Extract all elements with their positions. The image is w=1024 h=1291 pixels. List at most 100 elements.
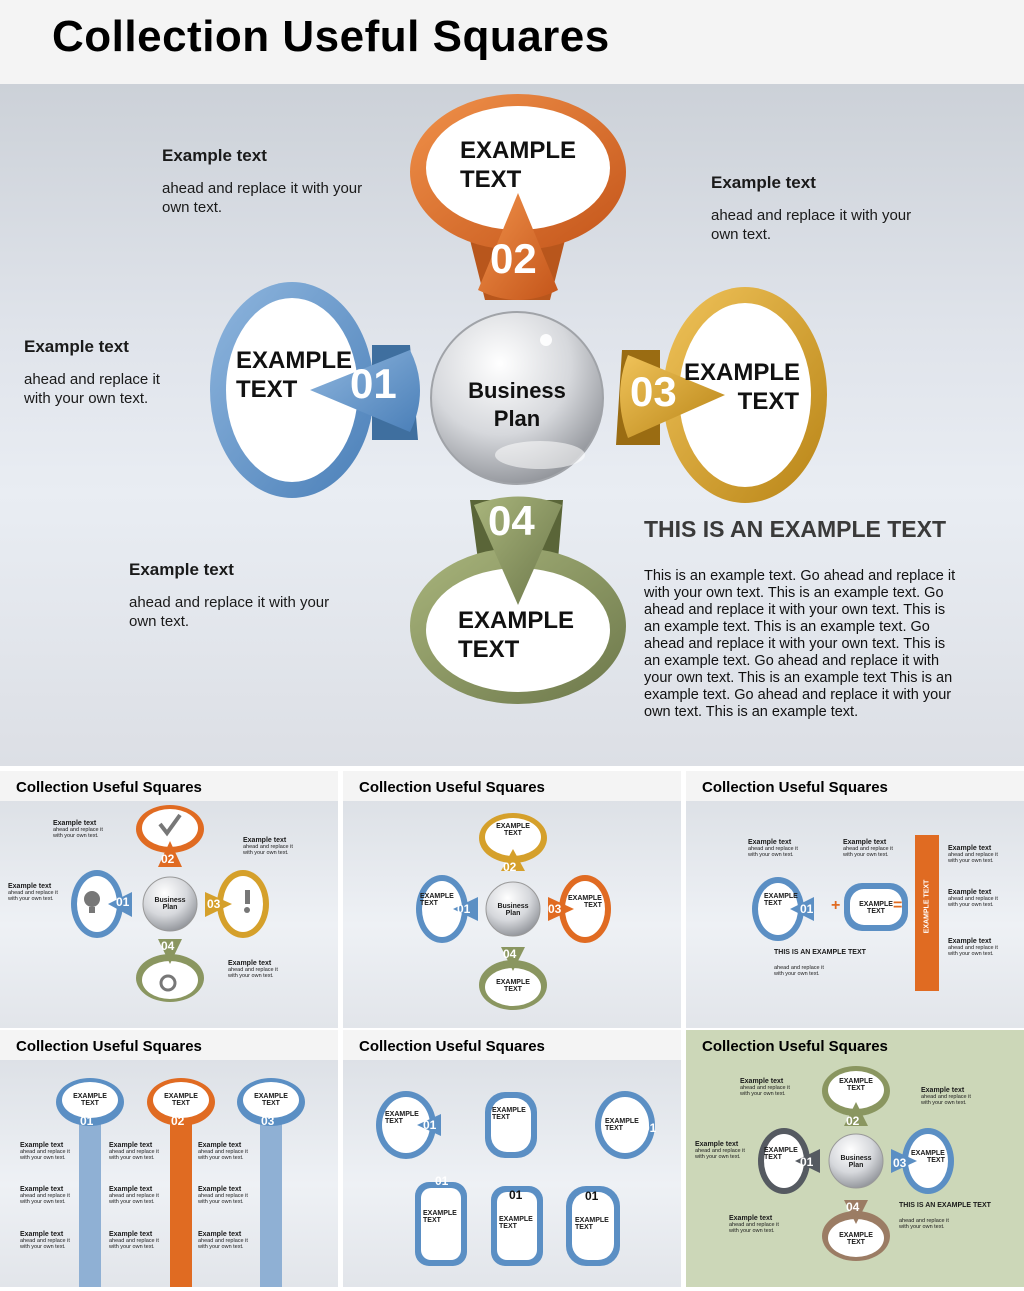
shape-03 <box>616 287 827 503</box>
plus-sign: + <box>831 897 841 914</box>
shape-01-label: EXAMPLE TEXT <box>236 346 352 404</box>
thumb-num: 01 <box>585 1189 599 1203</box>
shape-03-label: EXAMPLE TEXT <box>684 358 800 416</box>
thumb-num: 01 <box>423 1118 437 1132</box>
thumbnail-title: Collection Useful Squares <box>359 779 545 796</box>
thumb-num: 03 <box>893 1156 907 1170</box>
thumbnail-title: Collection Useful Squares <box>702 779 888 796</box>
thumb-num: 02 <box>846 1114 860 1128</box>
note-body: ahead and replace it with your own text. <box>24 371 160 407</box>
number-03: 03 <box>630 368 677 415</box>
note-body: ahead and replace it with your own text. <box>162 180 363 216</box>
note-top-left: Example text ahead and replace it with y… <box>162 146 382 217</box>
thumb-num: 02 <box>161 852 175 866</box>
example-paragraph: This is an example text. Go ahead and re… <box>644 568 956 720</box>
thumb-num: 03 <box>548 902 562 916</box>
example-heading: THIS IS AN EXAMPLE TEXT <box>644 516 947 542</box>
thumb-num: 01 <box>517 1120 531 1134</box>
number-01: 01 <box>350 360 397 407</box>
number-02: 02 <box>490 235 537 282</box>
thumb-num: 04 <box>161 939 175 953</box>
note-heading: Example text <box>711 173 816 192</box>
thumbnail-2-diagram <box>416 813 611 1010</box>
thumbnail-1[interactable]: Collection Useful Squares 02 01 03 04 Bu… <box>0 771 338 1028</box>
page-title: Collection Useful Squares <box>52 12 610 61</box>
thumb-num: 01 <box>800 902 814 916</box>
thumb-big-title: THIS IS AN EXAMPLE TEXT <box>899 1202 991 1209</box>
thumb-num: 01 <box>80 1114 94 1128</box>
shape-04 <box>410 496 626 704</box>
thumb-num: 04 <box>503 947 517 961</box>
shape-04-line1: EXAMPLE <box>458 607 575 634</box>
main-diagram <box>210 94 827 704</box>
thumbnail-4-diagram <box>56 1078 305 1287</box>
number-04: 04 <box>488 497 535 544</box>
shape-02 <box>410 94 626 300</box>
thumbnail-header <box>343 771 681 801</box>
note-left: Example text ahead and replace it with y… <box>24 337 174 408</box>
thumb-num: 01 <box>800 1155 814 1169</box>
thumb-vertical-label: EXAMPLE TEXT <box>923 879 931 934</box>
thumbnail-title: Collection Useful Squares <box>359 1038 545 1055</box>
thumb-num: 03 <box>207 897 221 911</box>
thumb-num: 04 <box>846 1200 860 1214</box>
thumbnail-6-diagram <box>758 1066 954 1261</box>
note-heading: Example text <box>162 146 267 165</box>
thumbnail-header <box>0 1030 338 1060</box>
note-heading: Example text <box>24 337 129 356</box>
thumb-num: 01 <box>435 1174 449 1188</box>
thumbnail-header <box>686 771 1024 801</box>
center-line2: Plan <box>493 406 541 431</box>
note-bottom-left: Example text ahead and replace it with y… <box>129 560 349 631</box>
shape-02-line1: EXAMPLE <box>460 137 577 164</box>
center-label: Business Plan <box>458 377 576 433</box>
thumbnail-1-diagram <box>71 805 269 1002</box>
shape-03-line2: TEXT <box>737 388 799 415</box>
thumbnail-3-diagram <box>752 835 939 991</box>
note-body: ahead and replace it with your own text. <box>711 207 912 243</box>
shape-02-label: EXAMPLE TEXT <box>460 136 576 194</box>
note-top-right: Example text ahead and replace it with y… <box>711 173 931 244</box>
thumb-num: 01 <box>643 1121 657 1135</box>
shape-01 <box>210 282 420 498</box>
thumbnail-title: Collection Useful Squares <box>16 779 202 796</box>
header: Collection Useful Squares <box>0 0 1024 84</box>
shape-04-line2: TEXT <box>458 636 520 663</box>
